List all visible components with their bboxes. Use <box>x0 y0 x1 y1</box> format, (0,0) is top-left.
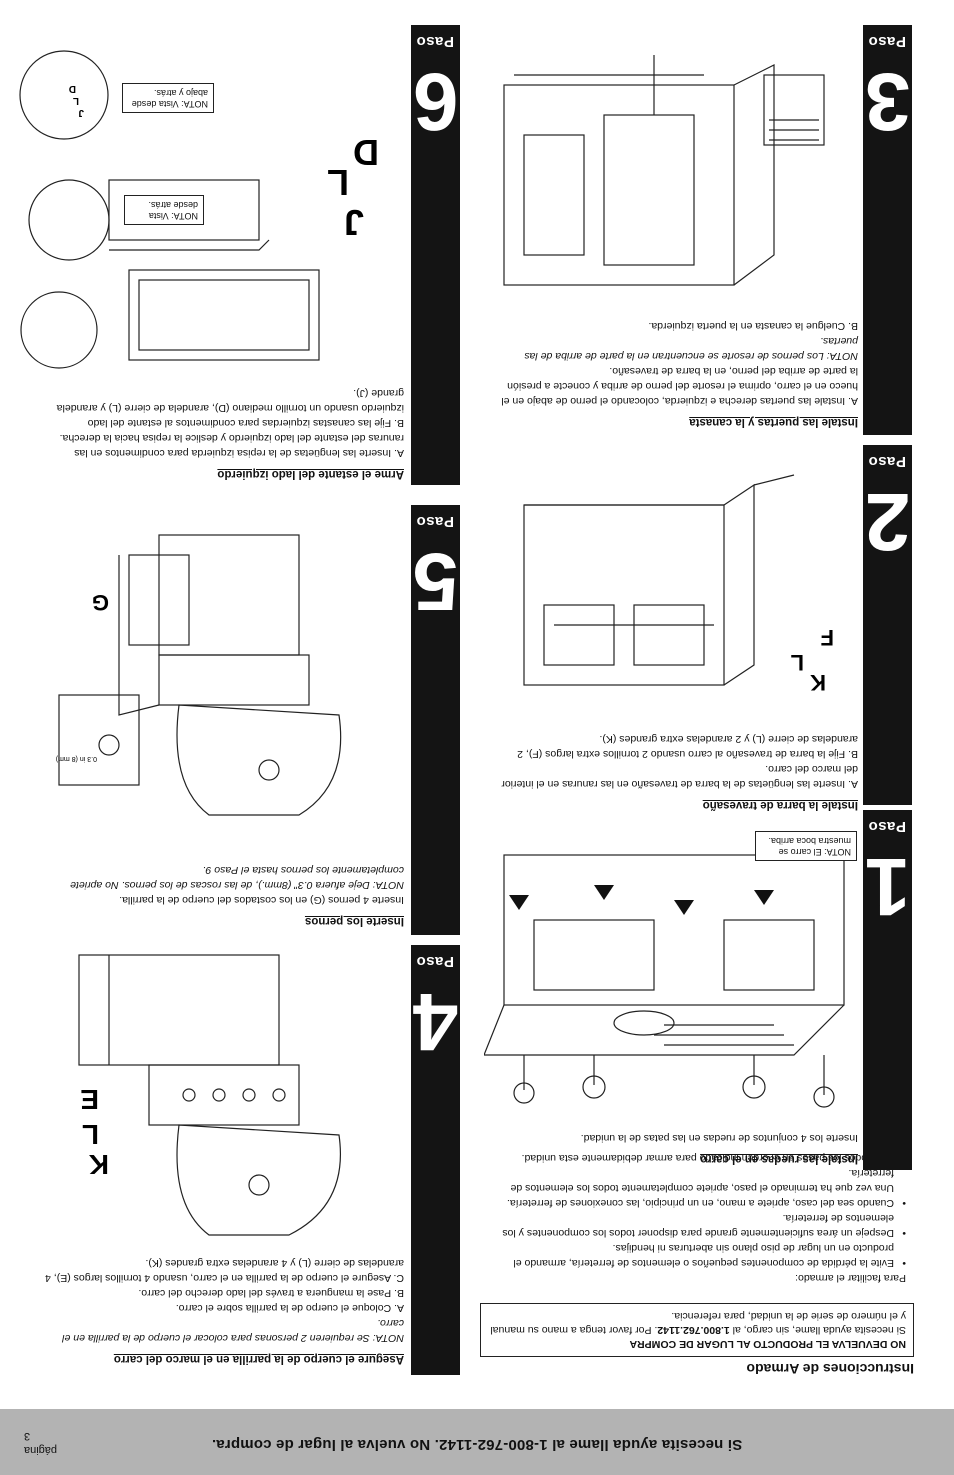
warning-heading: NO DEVUELVA EL PRODUCTO AL LUGAR DE COMP… <box>629 1338 906 1350</box>
inset-label-J: J <box>78 107 84 118</box>
step-4-title: Asegure el cuerpo de la parrilla en el m… <box>113 1353 404 1365</box>
step-2-word: Paso <box>868 453 906 470</box>
step-5-number: 5 <box>412 536 459 627</box>
step-3-text: A. Instale las puertas derecha e izquier… <box>498 318 858 408</box>
step-3-figure <box>503 55 825 286</box>
step-1-note: NOTA: El carro se muestra boca arriba. <box>755 831 857 861</box>
step-3-line: B. Cuelgue la canasta en la puerta izqui… <box>648 320 858 332</box>
step-4-bar: 4 Paso <box>411 945 460 1375</box>
step-6-title: Arme el estante del lado izquierdo <box>217 468 404 480</box>
step-6-number: 6 <box>412 56 459 147</box>
step-4-line: B. Pase la manguera a través del lado de… <box>138 1287 404 1299</box>
step-6-note-below: NOTA: Vista desde abajo y atrás. <box>122 83 214 113</box>
label-L: L <box>327 162 349 203</box>
step-4-text: NOTA: Se requieren 2 personas para coloc… <box>44 1255 404 1345</box>
label-E: E <box>80 1084 99 1115</box>
step-3-title: Instale las puertas y la canasta <box>689 416 858 428</box>
step-2-figure: K L F <box>523 474 834 695</box>
step-6-line: A. Inserte las lengüetas de la repisa iz… <box>59 432 404 459</box>
page-word: página <box>24 1444 58 1456</box>
step-6-text: A. Inserte las lengüetas de la repisa iz… <box>44 385 404 460</box>
step-4-word: Paso <box>416 953 454 970</box>
step-5-line: Inserte 4 pernos (G) en los costados del… <box>119 894 404 906</box>
label-K: K <box>89 1149 109 1180</box>
step-6-figure: J L D J L D <box>19 50 379 369</box>
help-message: Si necesita ayuda llame al 1-800-762-114… <box>211 1436 743 1453</box>
step-3-bar: 3 Paso <box>863 25 912 435</box>
step-1-title: Instale las ruedas en el carro <box>700 1153 858 1165</box>
step-5-text: Inserte 4 pernos (G) en los costados del… <box>44 862 404 907</box>
step-3-word: Paso <box>868 33 906 50</box>
step-1-bar: 1 Paso <box>863 810 912 1170</box>
step-6-word: Paso <box>416 33 454 50</box>
assembly-tips: Para facilitar el armado: Evite la pérdi… <box>486 1150 906 1285</box>
tip-item: Cuando sea del caso, apriete a mano, en … <box>486 1165 906 1210</box>
step-6-bar: 6 Paso <box>411 25 460 485</box>
step-4-line: A. Coloque el cuerpo de la parrilla sobr… <box>175 1302 404 1314</box>
step-3-number: 3 <box>864 56 911 147</box>
step-2-line: A. Inserte las lengüetas de la barra de … <box>501 763 858 790</box>
label-D: D <box>353 132 379 173</box>
step-5-title: Inserte los pernos <box>304 915 404 927</box>
tips-intro: Para facilitar el armado: <box>795 1272 906 1284</box>
label-G: G <box>92 590 109 615</box>
label-J: J <box>344 202 364 243</box>
step-1-text: Inserte los 4 conjuntos de ruedas en las… <box>498 1130 858 1145</box>
step-3-line: A. Instale las puertas derecha e izquier… <box>501 365 858 407</box>
warning-box: NO DEVUELVA EL PRODUCTO AL LUGAR DE COMP… <box>480 1303 914 1357</box>
label-L: L <box>82 1119 99 1150</box>
step-4-figure: K L E <box>78 954 341 1236</box>
instructions-title: Instrucciones de Armado <box>746 1361 914 1377</box>
step-1-line: Inserte los 4 conjuntos de ruedas en las… <box>580 1132 858 1144</box>
inset-label-L: L <box>73 95 79 106</box>
step-2-line: B. Fije la barra de travesaño al carro u… <box>517 733 858 760</box>
tip-item: Evite la pérdida de componentes pequeños… <box>486 1240 906 1270</box>
help-footer: Si necesita ayuda llame al 1-800-762-114… <box>0 1409 954 1475</box>
step-4-note: NOTA: Se requieren 2 personas para coloc… <box>62 1317 404 1344</box>
step-6-line: B. Fije las canastas izquierdas para con… <box>56 387 404 429</box>
step-2-bar: 2 Paso <box>863 445 912 805</box>
step-6-note-back: NOTA: Vista desde atrás. <box>124 195 204 225</box>
step-4-number: 4 <box>412 976 459 1067</box>
step-5-word: Paso <box>416 513 454 530</box>
step-5-figure: G 0.3 in (8 mm) <box>56 534 342 816</box>
label-K: K <box>810 670 826 695</box>
step-2-text: A. Inserte las lengüetas de la barra de … <box>498 731 858 791</box>
inset-label-D: D <box>69 83 76 94</box>
step-1-number: 1 <box>864 841 911 932</box>
label-L: L <box>791 650 804 675</box>
page-number: 3 <box>24 1430 31 1442</box>
step-2-title: Instale la barra de travesaño <box>702 799 858 811</box>
step-5-bar: 5 Paso <box>411 505 460 935</box>
step-1-figure <box>484 854 845 1108</box>
inset-measure-label: 0.3 in (8 mm) <box>56 755 97 762</box>
step-5-note: NOTA: Deje afuera 0.3" (8mm.), de las ro… <box>70 864 404 891</box>
tip-item: Despeje un área suficientemente grande p… <box>486 1210 906 1240</box>
warning-text: Si necesita ayuda llame, sin cargo, al 1… <box>490 1310 906 1336</box>
step-1-word: Paso <box>868 818 906 835</box>
page-indicator: página 3 <box>24 1429 57 1457</box>
step-2-number: 2 <box>864 476 911 567</box>
label-F: F <box>821 625 834 650</box>
step-3-note: NOTA: Los pernos de resorte se encuentra… <box>524 335 858 362</box>
